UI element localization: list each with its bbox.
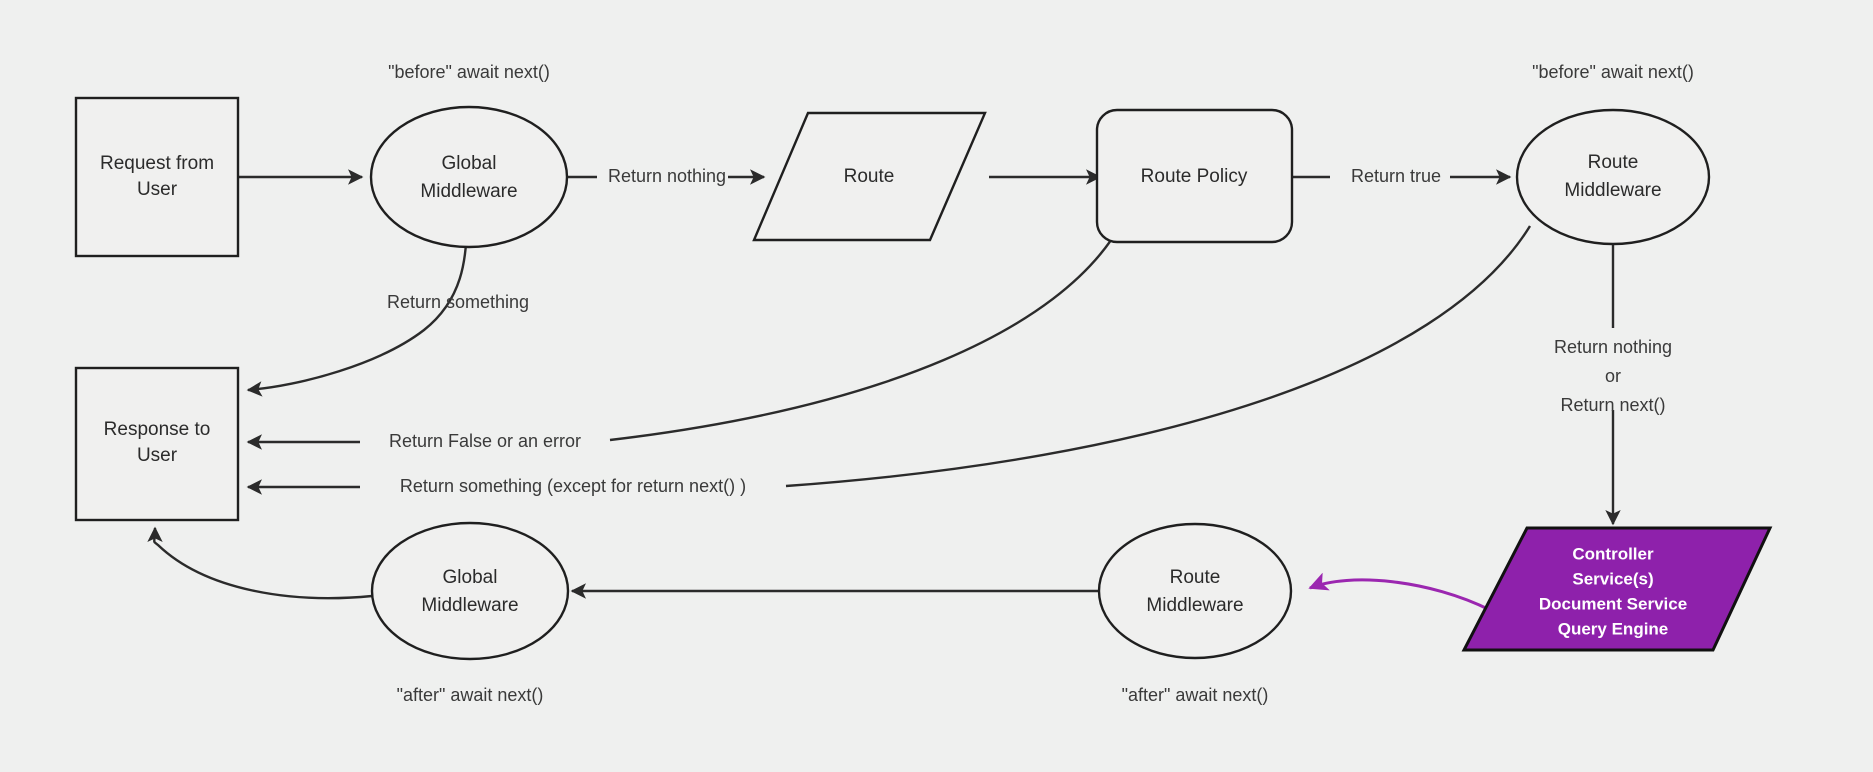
node-response-to-user-label-line1: Response to bbox=[104, 419, 211, 440]
edge-controller-to-route-middleware-after bbox=[1308, 572, 1491, 612]
node-route-middleware-before-label-line2: Middleware bbox=[1564, 180, 1661, 201]
edge-global-middleware-after-to-response bbox=[147, 526, 373, 600]
annotation-before-await-next-global: "before" await next() bbox=[388, 62, 550, 82]
node-controller-services-label-line4: Query Engine bbox=[1558, 619, 1669, 638]
edge-label-return-true: Return true bbox=[1351, 166, 1441, 186]
edge-label-return-nothing-or-next-line3: Return next() bbox=[1560, 395, 1665, 415]
node-global-middleware-before-label-line2: Middleware bbox=[420, 181, 517, 202]
edge-label-return-something: Return something bbox=[387, 292, 529, 312]
node-controller-services-label-line1: Controller bbox=[1572, 544, 1654, 563]
node-global-middleware-before-label-line1: Global bbox=[442, 153, 497, 174]
edge-global-middleware-return-something bbox=[246, 218, 469, 397]
edge-label-return-false-or-error: Return False or an error bbox=[389, 431, 581, 451]
node-global-middleware-before[interactable]: Global Middleware bbox=[369, 105, 569, 249]
node-route-label: Route bbox=[844, 166, 895, 187]
node-route-middleware-after-label-line1: Route bbox=[1170, 567, 1221, 588]
node-request-from-user-label-line1: Request from bbox=[100, 153, 214, 174]
node-global-middleware-after-label-line2: Middleware bbox=[421, 595, 518, 616]
node-controller-services[interactable]: Controller Service(s) Document Service Q… bbox=[1461, 526, 1773, 652]
node-controller-services-label-line3: Document Service bbox=[1539, 594, 1687, 613]
node-route-middleware-before-label-line1: Route bbox=[1588, 152, 1639, 173]
node-route-policy-label: Route Policy bbox=[1141, 166, 1248, 187]
annotation-after-await-next-global: "after" await next() bbox=[397, 685, 544, 705]
node-route-middleware-before[interactable]: Route Middleware bbox=[1515, 108, 1711, 246]
annotation-before-await-next-route: "before" await next() bbox=[1532, 62, 1694, 82]
edge-label-return-nothing-or-next-line2: or bbox=[1605, 366, 1621, 386]
node-global-middleware-after-label-line1: Global bbox=[443, 567, 498, 588]
node-route-middleware-after-label-line2: Middleware bbox=[1146, 595, 1243, 616]
edge-label-return-something-except: Return something (except for return next… bbox=[400, 476, 746, 496]
node-route-middleware-after[interactable]: Route Middleware bbox=[1097, 522, 1293, 660]
edge-label-return-nothing-or-next-line1: Return nothing bbox=[1554, 337, 1672, 357]
node-response-to-user[interactable]: Response to User bbox=[74, 366, 240, 522]
node-route-policy[interactable]: Route Policy bbox=[1095, 108, 1294, 244]
node-response-to-user-label-line2: User bbox=[137, 445, 178, 466]
node-controller-services-label-line2: Service(s) bbox=[1572, 569, 1653, 588]
node-request-from-user[interactable]: Request from User bbox=[74, 96, 240, 258]
edge-route-policy-return-false bbox=[609, 225, 1122, 442]
node-route[interactable]: Route bbox=[752, 111, 987, 242]
node-global-middleware-after[interactable]: Global Middleware bbox=[370, 521, 570, 661]
node-request-from-user-label-line2: User bbox=[137, 179, 178, 200]
edge-label-return-nothing: Return nothing bbox=[608, 166, 726, 186]
annotation-after-await-next-route: "after" await next() bbox=[1122, 685, 1269, 705]
edge-route-middleware-return-something-except bbox=[785, 225, 1532, 488]
